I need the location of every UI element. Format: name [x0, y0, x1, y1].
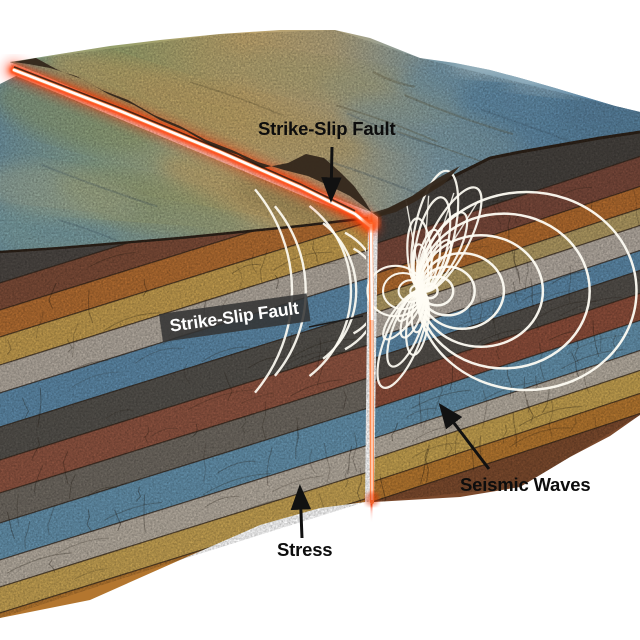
fault-top-label: Strike-Slip Fault	[258, 118, 396, 139]
seismic-waves-arrow	[438, 402, 491, 470]
annotation-arrows	[290, 146, 491, 539]
fault-scarp	[14, 58, 460, 217]
stress-arrow	[290, 484, 312, 539]
fault-mid-pointer-line	[308, 315, 364, 328]
fault-line	[1, 57, 460, 515]
fault-top-arrow	[321, 146, 342, 203]
stress-label: Stress	[277, 539, 333, 560]
seismic-waves-label: Seismic Waves	[460, 474, 591, 495]
